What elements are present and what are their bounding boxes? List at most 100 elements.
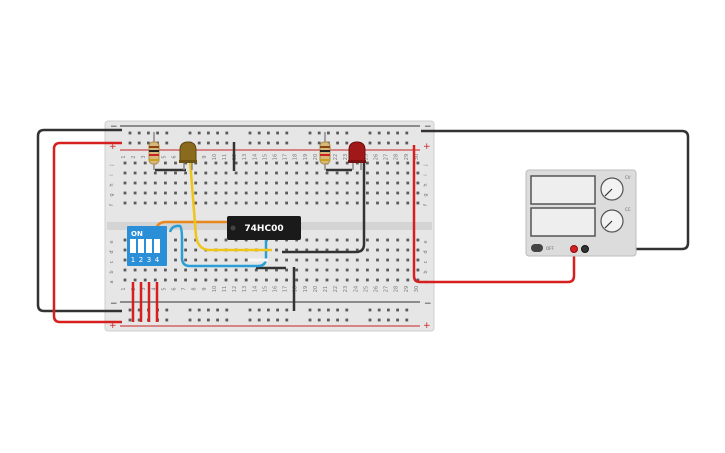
breadboard-hole[interactable] bbox=[204, 258, 208, 262]
breadboard-hole[interactable] bbox=[143, 191, 147, 195]
power-switch[interactable] bbox=[531, 244, 543, 252]
breadboard-hole[interactable] bbox=[376, 181, 379, 185]
terminal-positive[interactable] bbox=[570, 245, 578, 253]
breadboard-hole[interactable] bbox=[224, 161, 228, 165]
breadboard-hole[interactable] bbox=[128, 141, 132, 145]
breadboard-hole[interactable] bbox=[204, 191, 208, 195]
breadboard-hole[interactable] bbox=[315, 191, 319, 195]
breadboard-hole[interactable] bbox=[194, 181, 198, 185]
breadboard-hole[interactable] bbox=[244, 258, 248, 262]
breadboard-hole[interactable] bbox=[225, 318, 229, 322]
breadboard-hole[interactable] bbox=[366, 171, 369, 175]
wire-blue[interactable] bbox=[168, 224, 268, 268]
breadboard-hole[interactable] bbox=[386, 238, 389, 242]
breadboard-hole[interactable] bbox=[396, 201, 400, 205]
breadboard-hole[interactable] bbox=[315, 181, 319, 185]
breadboard-hole[interactable] bbox=[184, 171, 187, 175]
breadboard-hole[interactable] bbox=[315, 258, 319, 262]
breadboard-hole[interactable] bbox=[214, 161, 218, 165]
breadboard-hole[interactable] bbox=[156, 131, 159, 135]
breadboard-hole[interactable] bbox=[267, 141, 270, 145]
breadboard-hole[interactable] bbox=[366, 161, 369, 165]
breadboard-hole[interactable] bbox=[295, 268, 299, 272]
breadboard-hole[interactable] bbox=[128, 308, 132, 312]
breadboard-hole[interactable] bbox=[248, 141, 252, 145]
breadboard-hole[interactable] bbox=[295, 201, 299, 205]
breadboard-hole[interactable] bbox=[325, 171, 329, 175]
red-wire-left-loop[interactable] bbox=[52, 141, 122, 324]
dip-toggle-2[interactable] bbox=[138, 239, 144, 253]
breadboard-hole[interactable] bbox=[153, 268, 157, 272]
breadboard-hole[interactable] bbox=[207, 308, 210, 312]
black-wire-to-psu[interactable] bbox=[421, 129, 690, 251]
breadboard-hole[interactable] bbox=[234, 191, 238, 195]
breadboard-hole[interactable] bbox=[265, 171, 268, 175]
breadboard-hole[interactable] bbox=[335, 181, 339, 185]
breadboard-hole[interactable] bbox=[184, 258, 187, 262]
breadboard-hole[interactable] bbox=[406, 238, 410, 242]
breadboard-hole[interactable] bbox=[366, 268, 369, 272]
breadboard-hole[interactable] bbox=[386, 181, 389, 185]
breadboard-hole[interactable] bbox=[244, 278, 248, 282]
breadboard-hole[interactable] bbox=[366, 201, 369, 205]
breadboard-hole[interactable] bbox=[153, 201, 157, 205]
breadboard-hole[interactable] bbox=[376, 278, 379, 282]
breadboard-hole[interactable] bbox=[405, 308, 409, 312]
breadboard-hole[interactable] bbox=[254, 191, 258, 195]
breadboard-hole[interactable] bbox=[366, 181, 369, 185]
dip-toggle-1[interactable] bbox=[130, 239, 136, 253]
breadboard-hole[interactable] bbox=[325, 181, 329, 185]
breadboard-hole[interactable] bbox=[308, 131, 312, 135]
breadboard-hole[interactable] bbox=[376, 191, 379, 195]
breadboard-hole[interactable] bbox=[164, 268, 167, 272]
breadboard-hole[interactable] bbox=[345, 308, 349, 312]
breadboard-hole[interactable] bbox=[133, 268, 137, 272]
breadboard-hole[interactable] bbox=[275, 278, 278, 282]
breadboard-hole[interactable] bbox=[315, 268, 319, 272]
breadboard-hole[interactable] bbox=[335, 258, 339, 262]
breadboard-hole[interactable] bbox=[265, 278, 268, 282]
breadboard-hole[interactable] bbox=[165, 318, 169, 322]
breadboard-hole[interactable] bbox=[325, 268, 329, 272]
breadboard-hole[interactable] bbox=[406, 248, 410, 252]
breadboard-hole[interactable] bbox=[197, 308, 201, 312]
breadboard-hole[interactable] bbox=[305, 161, 309, 165]
breadboard-hole[interactable] bbox=[143, 161, 147, 165]
breadboard-hole[interactable] bbox=[133, 161, 137, 165]
breadboard-hole[interactable] bbox=[387, 318, 390, 322]
breadboard-hole[interactable] bbox=[285, 131, 289, 135]
breadboard-hole[interactable] bbox=[257, 308, 261, 312]
led-red[interactable] bbox=[348, 141, 366, 170]
breadboard-hole[interactable] bbox=[295, 191, 299, 195]
breadboard-hole[interactable] bbox=[295, 258, 299, 262]
breadboard-hole[interactable] bbox=[194, 258, 198, 262]
breadboard-hole[interactable] bbox=[153, 278, 157, 282]
breadboard-hole[interactable] bbox=[317, 308, 321, 312]
breadboard-hole[interactable] bbox=[396, 181, 400, 185]
breadboard-hole[interactable] bbox=[224, 238, 228, 242]
breadboard-hole[interactable] bbox=[285, 141, 289, 145]
breadboard-hole[interactable] bbox=[248, 131, 252, 135]
breadboard-hole[interactable] bbox=[345, 141, 349, 145]
breadboard-hole[interactable] bbox=[335, 191, 339, 195]
breadboard-hole[interactable] bbox=[165, 141, 169, 145]
wire-black-ic-to-led[interactable] bbox=[282, 162, 366, 254]
breadboard-hole[interactable] bbox=[396, 131, 399, 135]
breadboard-hole[interactable] bbox=[204, 201, 208, 205]
breadboard-hole[interactable] bbox=[336, 141, 339, 145]
breadboard-hole[interactable] bbox=[275, 171, 278, 175]
breadboard-hole[interactable] bbox=[204, 181, 208, 185]
breadboard-hole[interactable] bbox=[275, 248, 278, 252]
breadboard-hole[interactable] bbox=[225, 308, 229, 312]
breadboard-hole[interactable] bbox=[396, 278, 400, 282]
breadboard-hole[interactable] bbox=[366, 278, 369, 282]
breadboard-hole[interactable] bbox=[164, 161, 167, 165]
breadboard-hole[interactable] bbox=[325, 191, 329, 195]
breadboard-hole[interactable] bbox=[355, 238, 359, 242]
breadboard-hole[interactable] bbox=[406, 258, 410, 262]
breadboard-hole[interactable] bbox=[244, 171, 248, 175]
breadboard-hole[interactable] bbox=[214, 171, 218, 175]
breadboard-hole[interactable] bbox=[285, 278, 288, 282]
breadboard-hole[interactable] bbox=[174, 181, 177, 185]
breadboard-hole[interactable] bbox=[308, 308, 312, 312]
